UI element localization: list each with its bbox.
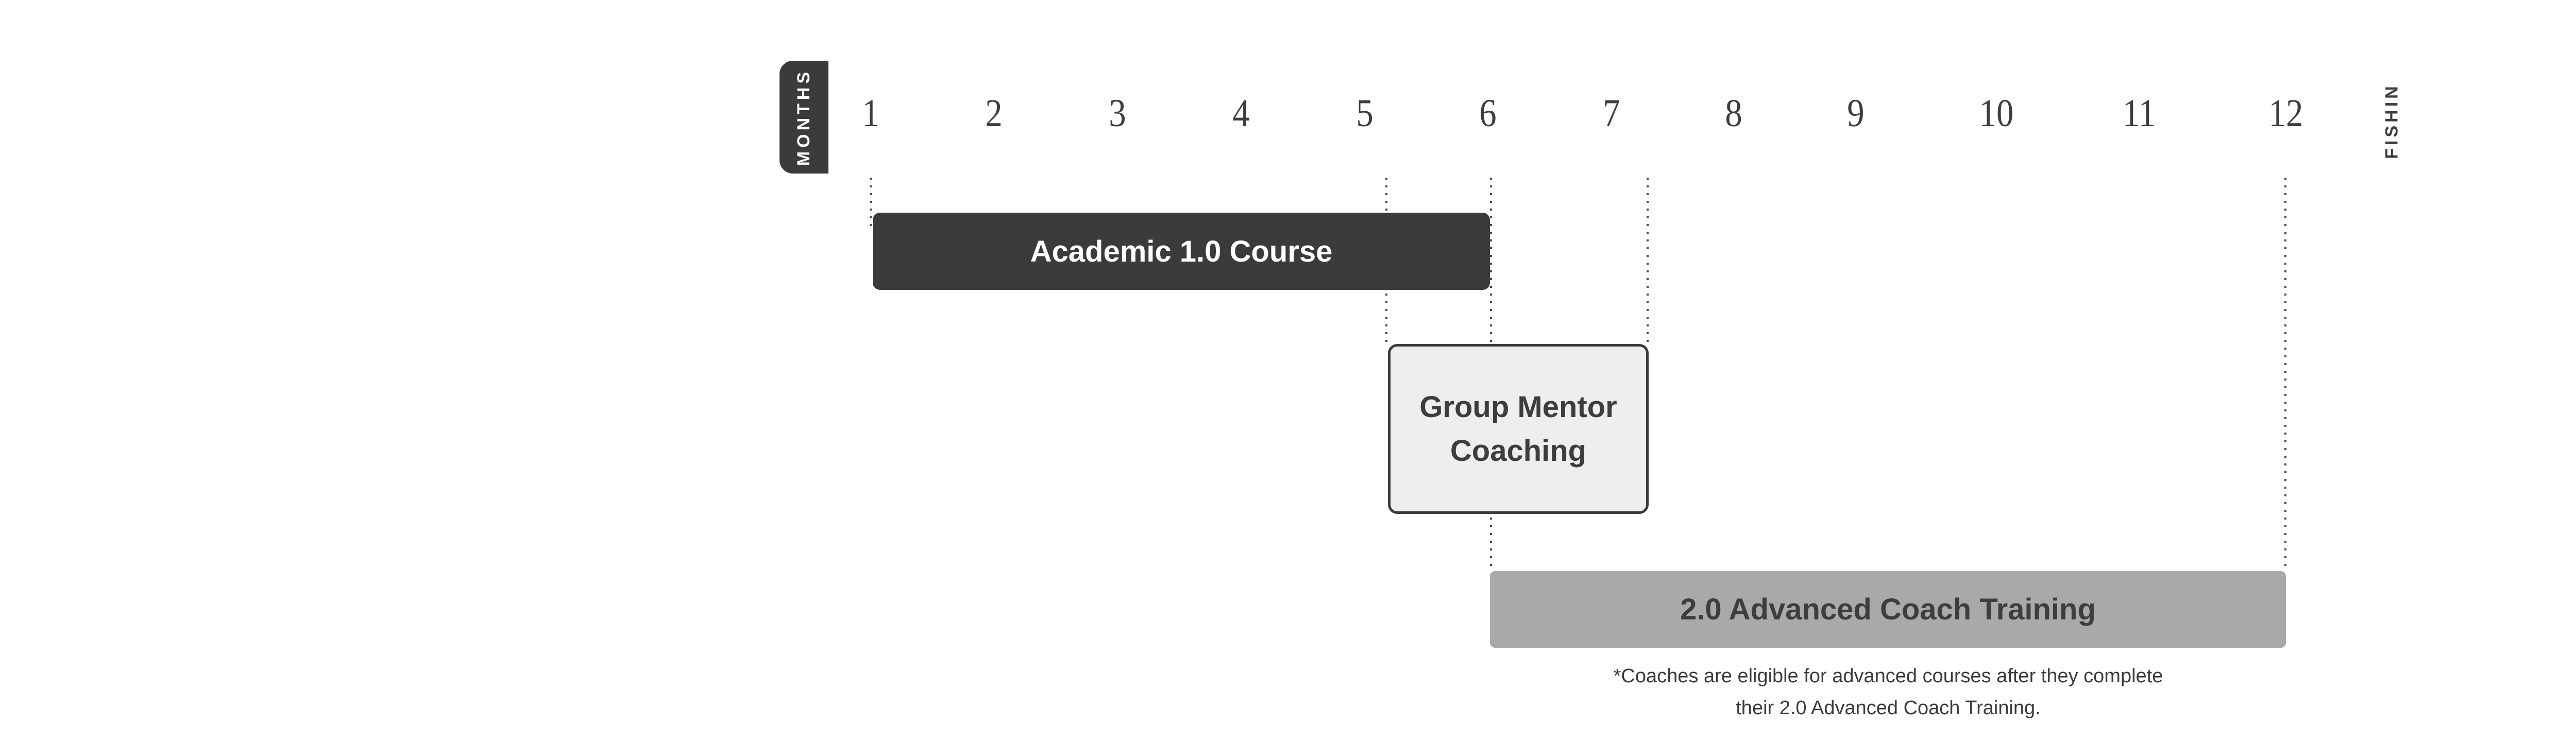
bar-academic-course: Academic 1.0 Course	[873, 213, 1490, 290]
months-axis-label: MONTHS	[794, 68, 814, 166]
month-tick-4: 4	[1232, 92, 1250, 135]
month-tick-10: 10	[1979, 92, 2014, 135]
bar-advanced-coach-training: 2.0 Advanced Coach Training	[1490, 571, 2286, 648]
dotted-guide-month-12	[2284, 178, 2286, 571]
box-group-mentor-coaching: Group Mentor Coaching	[1388, 344, 1649, 514]
months-axis-tag: MONTHS	[779, 61, 828, 174]
box-group-mentor-coaching-label: Group Mentor Coaching	[1419, 390, 1617, 468]
month-tick-3: 3	[1109, 92, 1126, 135]
month-tick-8: 8	[1725, 92, 1742, 135]
month-tick-6: 6	[1479, 92, 1497, 135]
dotted-guide-month-1	[870, 178, 872, 229]
bar-academic-course-label: Academic 1.0 Course	[1030, 234, 1333, 268]
bar-advanced-coach-training-label: 2.0 Advanced Coach Training	[1680, 593, 2096, 626]
month-tick-7: 7	[1603, 92, 1620, 135]
month-tick-1: 1	[862, 92, 879, 135]
month-tick-9: 9	[1847, 92, 1865, 135]
month-tick-11: 11	[2122, 92, 2156, 135]
footnote: *Coaches are eligible for advanced cours…	[1613, 665, 2163, 719]
dotted-guide-month-7	[1647, 178, 1649, 348]
month-tick-5: 5	[1356, 92, 1374, 135]
fishin-watermark: FISHIN	[2382, 83, 2402, 159]
month-tick-12: 12	[2268, 92, 2303, 135]
month-tick-2: 2	[985, 92, 1003, 135]
